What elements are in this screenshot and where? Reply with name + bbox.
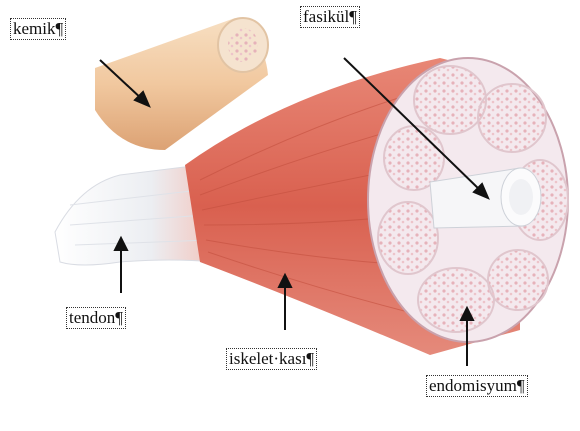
fascicle-label: fasikül¶ (300, 6, 360, 28)
muscle-cross-section (368, 58, 568, 342)
tendon-label: tendon¶ (66, 307, 126, 329)
skeletal-muscle-label: iskelet·kası¶ (226, 348, 317, 370)
bone-label: kemik¶ (10, 18, 66, 40)
endomysium-label: endomisyum¶ (426, 375, 528, 397)
